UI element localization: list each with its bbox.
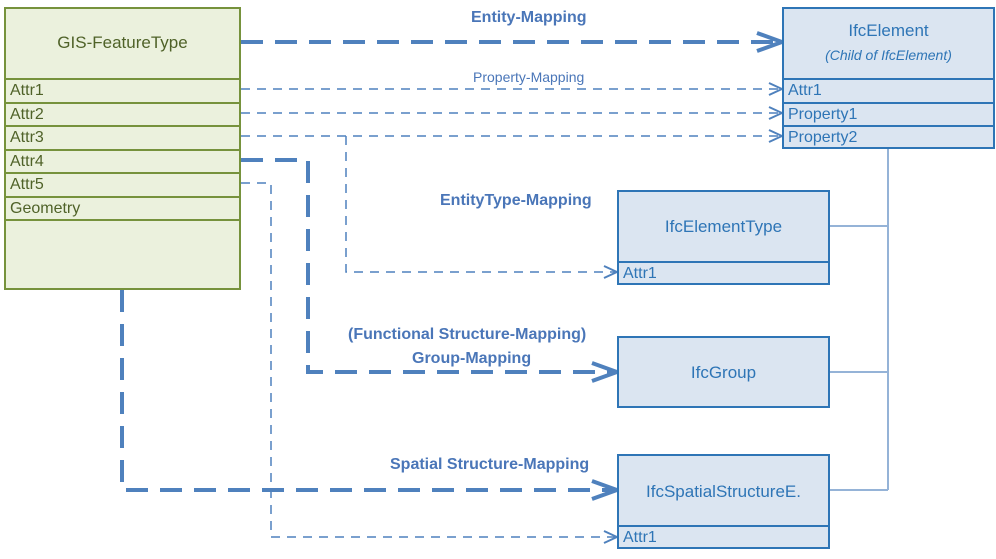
ifc-element-row[interactable]: Property1 — [784, 102, 993, 126]
property-mapping-label: Property-Mapping — [473, 69, 585, 85]
ifc-element-type-box[interactable]: IfcElementType Attr1 — [617, 190, 830, 285]
hierarchy-lines — [830, 148, 889, 491]
gis-empty-section — [6, 219, 239, 290]
entitytype-mapping-label: EntityType-Mapping — [440, 192, 592, 209]
ifc-group-box[interactable]: IfcGroup — [617, 336, 830, 408]
gis-attr-row[interactable]: Attr1 — [6, 78, 239, 102]
entity-mapping-label: Entity-Mapping — [471, 9, 587, 26]
gis-feature-type-box[interactable]: GIS-FeatureType Attr1 Attr2 Attr3 Attr4 … — [4, 7, 241, 290]
group-mapping-arrow — [241, 158, 617, 372]
ifc-element-row[interactable]: Property2 — [784, 125, 993, 149]
ifc-spatial-structure-box[interactable]: IfcSpatialStructureE. Attr1 — [617, 454, 830, 549]
functional-structure-mapping-label: (Functional Structure-Mapping) — [348, 326, 587, 343]
ifc-element-type-row[interactable]: Attr1 — [619, 261, 828, 285]
ifc-element-title: IfcElement — [848, 21, 929, 40]
gis-feature-type-title: GIS-FeatureType — [57, 33, 188, 52]
ifc-spatial-structure-title: IfcSpatialStructureE. — [646, 482, 801, 501]
gis-attr-row[interactable]: Attr5 — [6, 172, 239, 196]
gis-attr-row[interactable]: Attr3 — [6, 125, 239, 149]
ifc-element-subtitle: (Child of IfcElement) — [825, 47, 952, 63]
gis-attr-row[interactable]: Attr4 — [6, 149, 239, 173]
gis-geometry-row[interactable]: Geometry — [6, 196, 239, 220]
ifc-element-box[interactable]: IfcElement (Child of IfcElement) Attr1 P… — [782, 7, 995, 149]
spatial-structure-mapping-arrow — [120, 290, 617, 490]
gis-attr-row[interactable]: Attr2 — [6, 102, 239, 126]
ifc-spatial-structure-row[interactable]: Attr1 — [619, 525, 828, 549]
entitytype-mapping-arrow — [345, 136, 617, 272]
ifc-group-title: IfcGroup — [690, 363, 757, 382]
group-mapping-label: Group-Mapping — [412, 350, 532, 367]
ifc-element-type-title: IfcElementType — [664, 217, 783, 236]
ifc-element-row[interactable]: Attr1 — [784, 78, 993, 102]
spatial-structure-mapping-label: Spatial Structure-Mapping — [390, 456, 590, 473]
